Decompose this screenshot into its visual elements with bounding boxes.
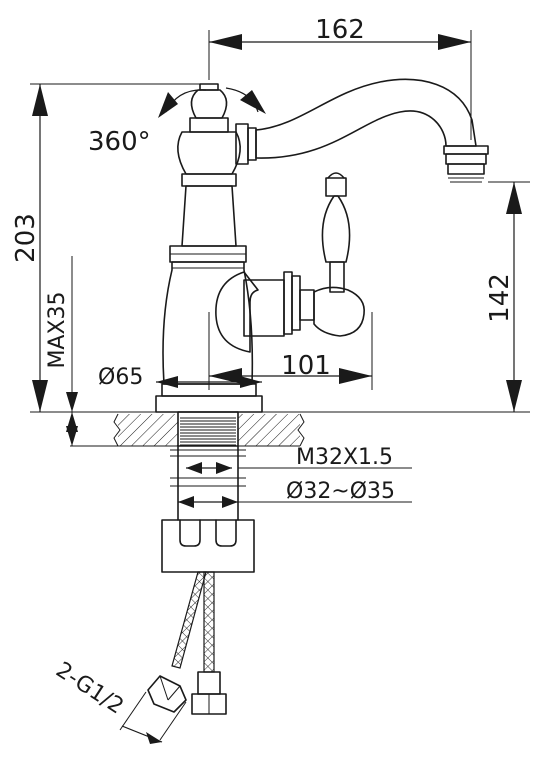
dimension-deck-thickness	[66, 256, 78, 446]
deck-thickness-label: MAX35	[45, 291, 70, 368]
hose-connection-label: 2-G1/2	[51, 658, 128, 720]
dimension-total-height	[30, 83, 200, 412]
handle-reach-label: 101	[281, 351, 331, 381]
rotation-arrows	[158, 87, 266, 118]
hose-right	[191, 571, 227, 715]
total-height-label: 203	[11, 213, 41, 263]
mounting-nut	[161, 519, 255, 573]
handle	[215, 172, 365, 353]
dimension-hole-diameter	[178, 496, 412, 508]
dimension-thread	[186, 462, 412, 474]
dimension-handle-reach	[208, 312, 373, 390]
threaded-shank	[170, 411, 246, 521]
hose-left	[147, 571, 207, 713]
faucet-body	[155, 83, 263, 413]
base-diameter-label: Ø65	[98, 365, 143, 390]
spout	[235, 78, 489, 183]
dimension-spout-reach	[208, 30, 472, 140]
dimension-spout-height	[488, 181, 530, 412]
countertop-section	[30, 411, 530, 447]
dimension-hose-connection	[119, 691, 187, 744]
hole-diameter-label: Ø32~Ø35	[286, 479, 395, 504]
rotation-label: 360°	[88, 127, 151, 157]
spout-reach-label: 162	[315, 15, 365, 45]
spout-height-label: 142	[485, 273, 515, 323]
dimension-base-diameter	[156, 376, 262, 388]
thread-label: M32X1.5	[296, 445, 393, 470]
